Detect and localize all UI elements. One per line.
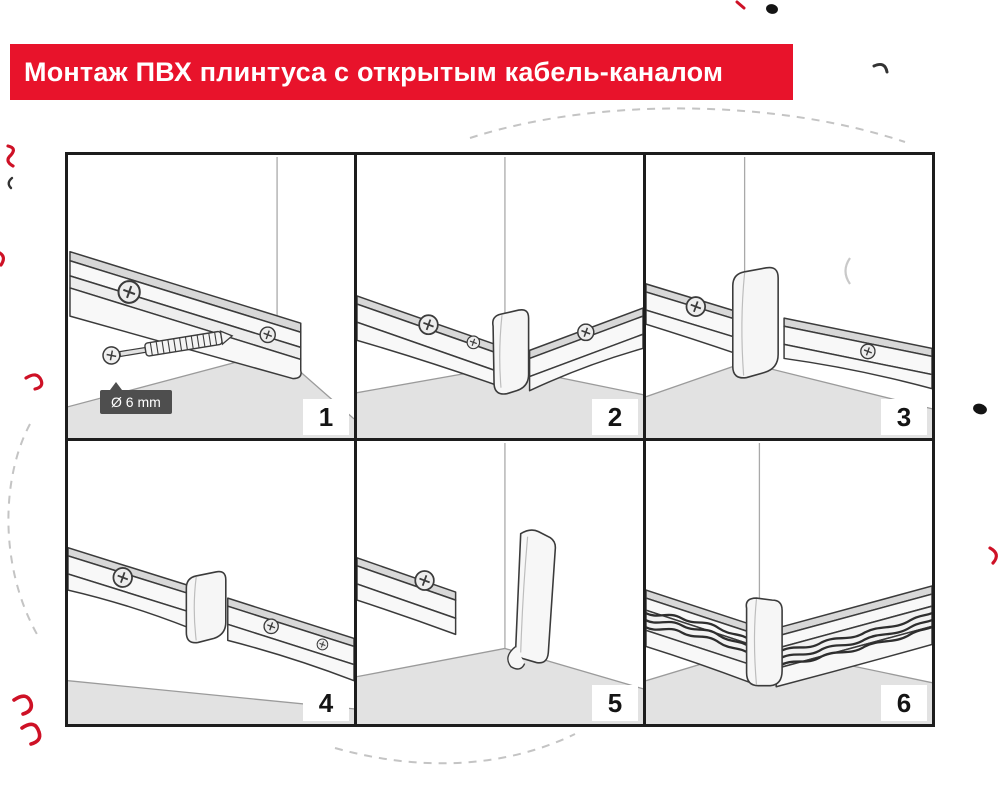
inner-corner-piece [745, 597, 783, 687]
step-panel-6: 6 [646, 441, 932, 724]
decoration-red-squiggle [6, 144, 15, 168]
diameter-badge-label: Ø 6 mm [111, 394, 161, 410]
corner-piece-shading [741, 272, 746, 376]
step-2-illustration [357, 155, 643, 438]
corner-piece-shading [753, 599, 758, 685]
floor [646, 362, 932, 438]
diameter-badge: Ø 6 mm [100, 382, 172, 414]
inner-corner-piece [491, 308, 530, 395]
decoration-curl [872, 63, 889, 74]
floor [68, 680, 354, 724]
decoration-red-squiggle [988, 546, 998, 565]
step-5-illustration [357, 441, 643, 724]
cables [646, 611, 932, 668]
decoration-red-squiggle [12, 694, 34, 716]
screw-icon [263, 618, 279, 635]
decoration-red-squiggle [0, 251, 5, 267]
badge-pointer-icon [110, 382, 122, 390]
decoration-dashed-curve-top [469, 107, 906, 143]
outer-corner-piece [731, 266, 779, 379]
decoration-curl [7, 176, 14, 190]
screw-icon [414, 570, 435, 591]
step-number: 6 [881, 685, 927, 721]
decoration-red-squiggle [24, 373, 44, 391]
steps-grid: Ø 6 mm 1 [65, 152, 935, 727]
screw-icon [860, 343, 876, 360]
skirting-right [783, 317, 932, 390]
screw-icon [418, 314, 439, 336]
screw-icon [685, 296, 707, 317]
corner-piece-shading [499, 315, 503, 388]
step-panel-2: 2 [357, 155, 643, 438]
screw-icon [316, 638, 329, 651]
end-cap-piece [507, 529, 557, 670]
step-panel-1: Ø 6 mm 1 [68, 155, 354, 438]
screw-icon [112, 567, 133, 588]
step-6-illustration [646, 441, 932, 724]
screw-icon [117, 280, 141, 304]
decoration-dashed-curve-left [7, 423, 39, 637]
step-4-illustration [68, 441, 354, 724]
dowel-and-screw [102, 330, 234, 365]
joint-connector-piece [185, 570, 227, 644]
step-3-illustration [646, 155, 932, 438]
step-number: 2 [592, 399, 638, 435]
step-number: 4 [303, 685, 349, 721]
decoration-dashed-curve-bottom [334, 733, 576, 765]
step-panel-5: 5 [357, 441, 643, 724]
step-number: 1 [303, 399, 349, 435]
decoration-dot [973, 403, 987, 415]
connector-shading [193, 576, 197, 641]
step-panel-4: 4 [68, 441, 354, 724]
screw-icon [259, 326, 276, 344]
screw-icon [466, 335, 481, 350]
step-panel-3: 3 [646, 155, 932, 438]
floor [357, 366, 643, 438]
decoration-red-squiggle [20, 722, 42, 746]
decoration-red-tick [735, 0, 746, 10]
title-banner: Монтаж ПВХ плинтуса с открытым кабель-ка… [10, 44, 793, 100]
floor-edge [357, 647, 643, 690]
step-number: 5 [592, 685, 638, 721]
floor [357, 648, 643, 724]
page-title: Монтаж ПВХ плинтуса с открытым кабель-ка… [24, 56, 724, 87]
step-number: 3 [881, 399, 927, 435]
skirting-left [357, 557, 457, 636]
screw-icon [577, 323, 595, 342]
decoration-dot [766, 4, 778, 14]
